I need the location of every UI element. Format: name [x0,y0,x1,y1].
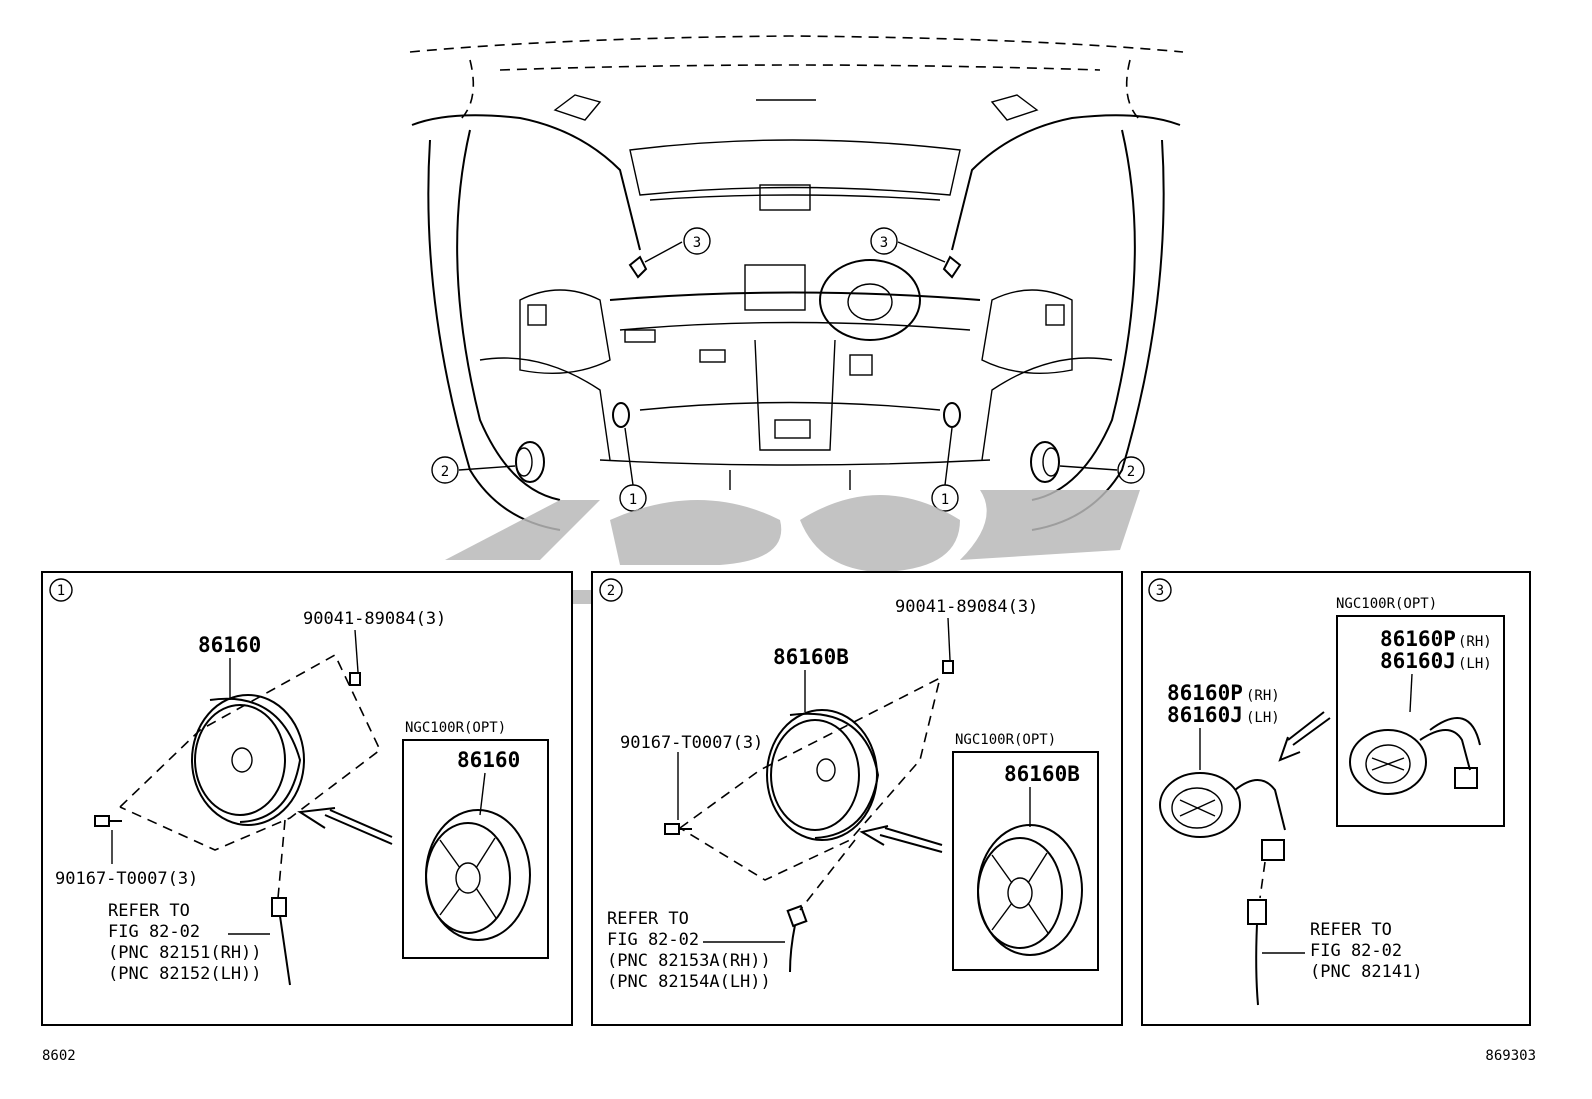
svg-text:2: 2 [1127,464,1135,480]
screw-part-number: 90167-T0007(3) [55,869,198,889]
svg-text:2: 2 [607,583,615,599]
panel-1: 1 86160 90041-89084(3) 90167-T0007(3) RE… [41,571,573,1026]
arrow-icon [297,807,393,845]
svg-text:1: 1 [629,492,637,508]
svg-text:(PNC 82153A(RH)): (PNC 82153A(RH)) [607,951,771,971]
callout-1-left: 1 [619,484,647,512]
bolt-icon [942,660,954,674]
bolt-part-number: 90041-89084(3) [895,597,1038,617]
screw-icon [664,823,692,835]
drawing-number: 869303 [1485,1048,1536,1064]
svg-text:(LH): (LH) [1246,710,1280,726]
part-number-86160: 86160 [198,633,261,657]
svg-text:3: 3 [693,235,701,251]
tweeter-icon [942,255,962,279]
speaker-icon [425,809,531,941]
svg-text:(PNC 82154A(LH)): (PNC 82154A(LH)) [607,972,771,992]
callout-2-left: 2 [431,456,459,484]
arrow-icon [859,825,943,853]
option-label: NGC100R(OPT) [955,732,1056,748]
svg-text:REFER TO: REFER TO [607,909,689,929]
screw-icon [94,815,122,827]
part-number-86160J: 86160J [1167,703,1243,727]
panel-2: 2 86160B 90041-89084(3) 90167-T0007(3) R… [591,571,1123,1026]
callout-2-right: 2 [1117,456,1145,484]
option-part-number-lh: 86160J [1380,649,1456,673]
callout-3-left: 3 [683,227,711,255]
tweeter-icon [1349,729,1471,795]
svg-text:3: 3 [880,235,888,251]
bolt-part-number: 90041-89084(3) [303,609,446,629]
bolt-icon [349,672,361,686]
tweeter-icon [1159,772,1286,838]
svg-text:(RH): (RH) [1458,634,1492,650]
option-part-number: 86160B [1004,762,1080,786]
svg-text:2: 2 [441,464,449,480]
svg-text:REFER TO: REFER TO [1310,920,1392,940]
connector-icon [786,904,808,928]
svg-text:FIG 82-02: FIG 82-02 [108,922,200,942]
panel-3: 3 86160P (RH) 86160J (LH) REFER TO FIG 8… [1141,571,1531,1026]
part-number-86160B: 86160B [773,645,849,669]
svg-text:(PNC 82151(RH)): (PNC 82151(RH)) [108,943,262,963]
speaker-icon [515,441,545,483]
svg-text:(PNC 82141): (PNC 82141) [1310,962,1423,982]
connector-icon [1454,767,1478,789]
speaker-icon [191,694,305,826]
svg-text:3: 3 [1156,583,1164,599]
svg-text:(RH): (RH) [1246,688,1280,704]
svg-text:1: 1 [941,492,949,508]
svg-text:1: 1 [57,583,65,599]
speaker-icon [612,402,630,428]
arrow-icon [1278,711,1331,762]
callout-1-right: 1 [931,484,959,512]
figure-code: 8602 [42,1048,76,1064]
option-label: NGC100R(OPT) [1336,596,1437,612]
connector-icon [271,897,287,917]
tweeter-icon [628,255,648,279]
speaker-icon [766,709,880,841]
svg-text:REFER TO: REFER TO [108,901,190,921]
option-part-number-rh: 86160P [1380,627,1456,651]
svg-text:(LH): (LH) [1458,656,1492,672]
svg-text:(PNC 82152(LH)): (PNC 82152(LH)) [108,964,262,984]
part-number-86160P: 86160P [1167,681,1243,705]
option-label: NGC100R(OPT) [405,720,506,736]
svg-text:FIG 82-02: FIG 82-02 [1310,941,1402,961]
connector-icon [1261,839,1285,861]
option-part-number: 86160 [457,748,520,772]
speaker-icon [977,824,1083,956]
speaker-icon [943,402,961,428]
svg-text:FIG 82-02: FIG 82-02 [607,930,699,950]
vehicle-interior-illustration [409,35,1184,531]
screw-part-number: 90167-T0007(3) [620,733,763,753]
callout-3-right: 3 [870,227,898,255]
speaker-icon [1030,441,1060,483]
